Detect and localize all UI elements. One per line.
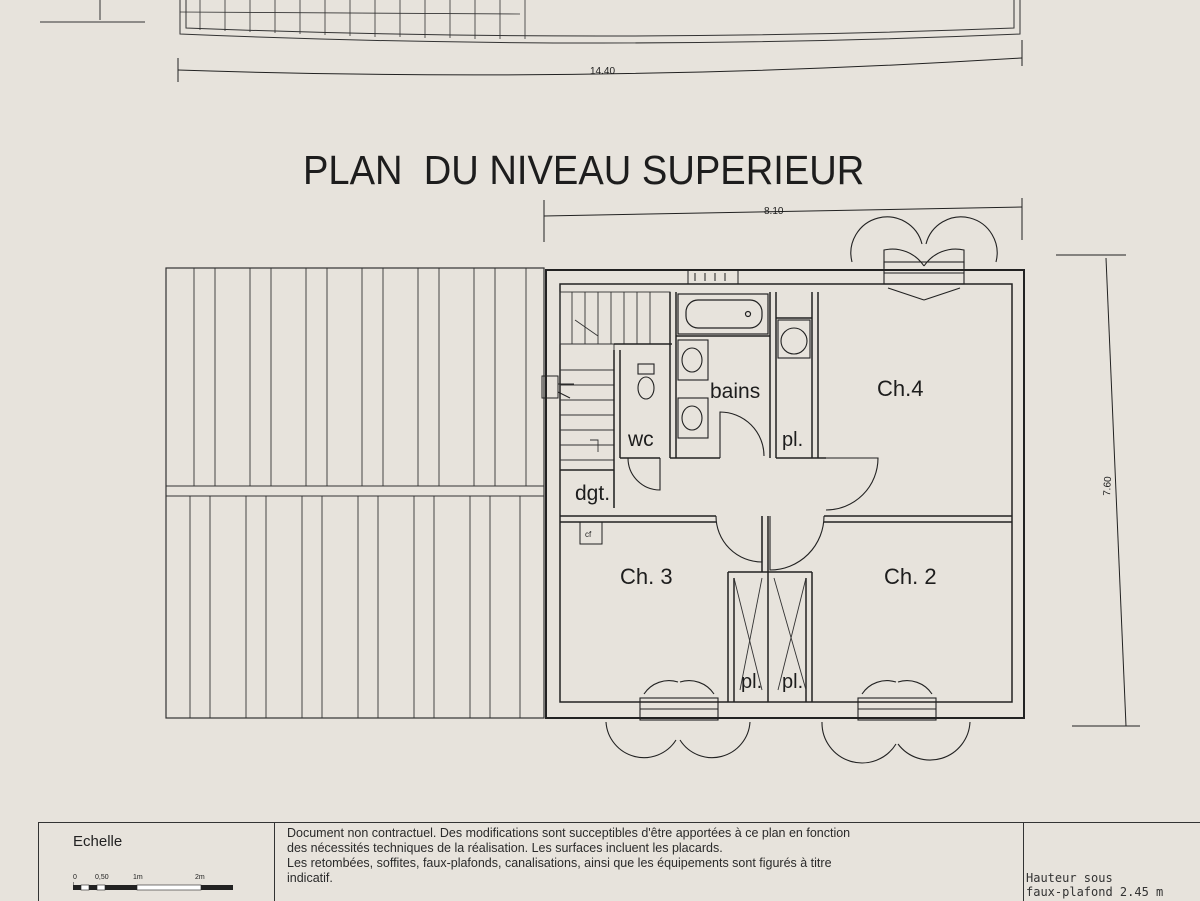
scale-tick-050: 0,50 <box>95 874 109 881</box>
windows <box>605 216 998 764</box>
room-label-wc: wc <box>627 428 654 451</box>
disclaimer-line-1: Document non contractuel. Des modificati… <box>287 826 851 840</box>
plan-title: PLAN DU NIVEAU SUPERIEUR <box>303 148 864 194</box>
room-label-pl-left: pl. <box>741 671 762 693</box>
room-label-ch3: Ch. 3 <box>620 564 673 589</box>
exterior-walls <box>545 269 1025 719</box>
scale-tick-2m: 2m <box>195 874 205 881</box>
ceiling-height-text: Hauteur sous faux-plafond 2.45 m <box>1026 871 1163 899</box>
scale-tick-0: 0 <box>73 874 77 881</box>
scale-bar: 0 0,50 1m 2m <box>73 874 233 891</box>
ceiling-height-line-2: faux-plafond 2.45 m <box>1026 885 1164 899</box>
dimension-7-60-label: 7.60 <box>1102 476 1114 496</box>
room-label-pl-ch4: pl. <box>782 429 803 451</box>
room-label-dgt: dgt. <box>575 482 610 505</box>
shower-tray <box>777 319 811 359</box>
scale-label: Echelle <box>73 833 123 850</box>
interior-walls <box>560 292 1012 702</box>
disclaimer-cell: Document non contractuel. Des modificati… <box>275 823 1024 901</box>
upper-roof-fragment <box>40 0 1021 44</box>
washbasins <box>677 339 709 439</box>
disclaimer-line-3: Les retombées, soffites, faux-plafonds, … <box>287 856 832 870</box>
ceiling-height-cell: Hauteur sous faux-plafond 2.45 m <box>1024 823 1200 901</box>
ceiling-height-line-1: Hauteur sous <box>1026 871 1113 885</box>
title-block: Echelle 0 0,50 1m 2m Document non contra… <box>38 822 1200 901</box>
disclaimer-line-2: des nécessités techniques de la réalisat… <box>287 841 723 855</box>
room-label-bains: bains <box>710 380 760 403</box>
disclaimer-line-4: indicatif. <box>287 871 333 885</box>
disclaimer-text: Document non contractuel. Des modificati… <box>287 826 1007 886</box>
room-label-ch4: Ch.4 <box>877 376 923 401</box>
dimension-14-40 <box>177 40 1023 82</box>
boiler-cupboard <box>579 521 603 545</box>
dimension-8-10-label: 8.10 <box>764 206 784 217</box>
chimney-flue <box>541 375 574 399</box>
room-label-ch2: Ch. 2 <box>884 564 937 589</box>
cf-label: cf <box>585 530 592 539</box>
floor-plan-drawing: 14.40 PLAN DU NIVEAU SUPERIEUR 8.10 7.60 <box>40 0 1140 764</box>
scale-cell: Echelle 0 0,50 1m 2m <box>39 823 275 901</box>
lower-roof-panels <box>165 267 545 719</box>
door-swings <box>613 411 879 571</box>
room-label-pl-right: pl. <box>782 671 803 693</box>
dimension-8-10 <box>543 198 1023 242</box>
bathtub <box>677 293 769 335</box>
closet-doors <box>733 577 807 691</box>
ventilation-grille <box>687 269 739 285</box>
dimension-7-60 <box>1056 254 1140 727</box>
scale-tick-1m: 1m <box>133 874 143 881</box>
dimension-14-40-label: 14.40 <box>590 66 615 77</box>
toilet <box>637 363 655 400</box>
